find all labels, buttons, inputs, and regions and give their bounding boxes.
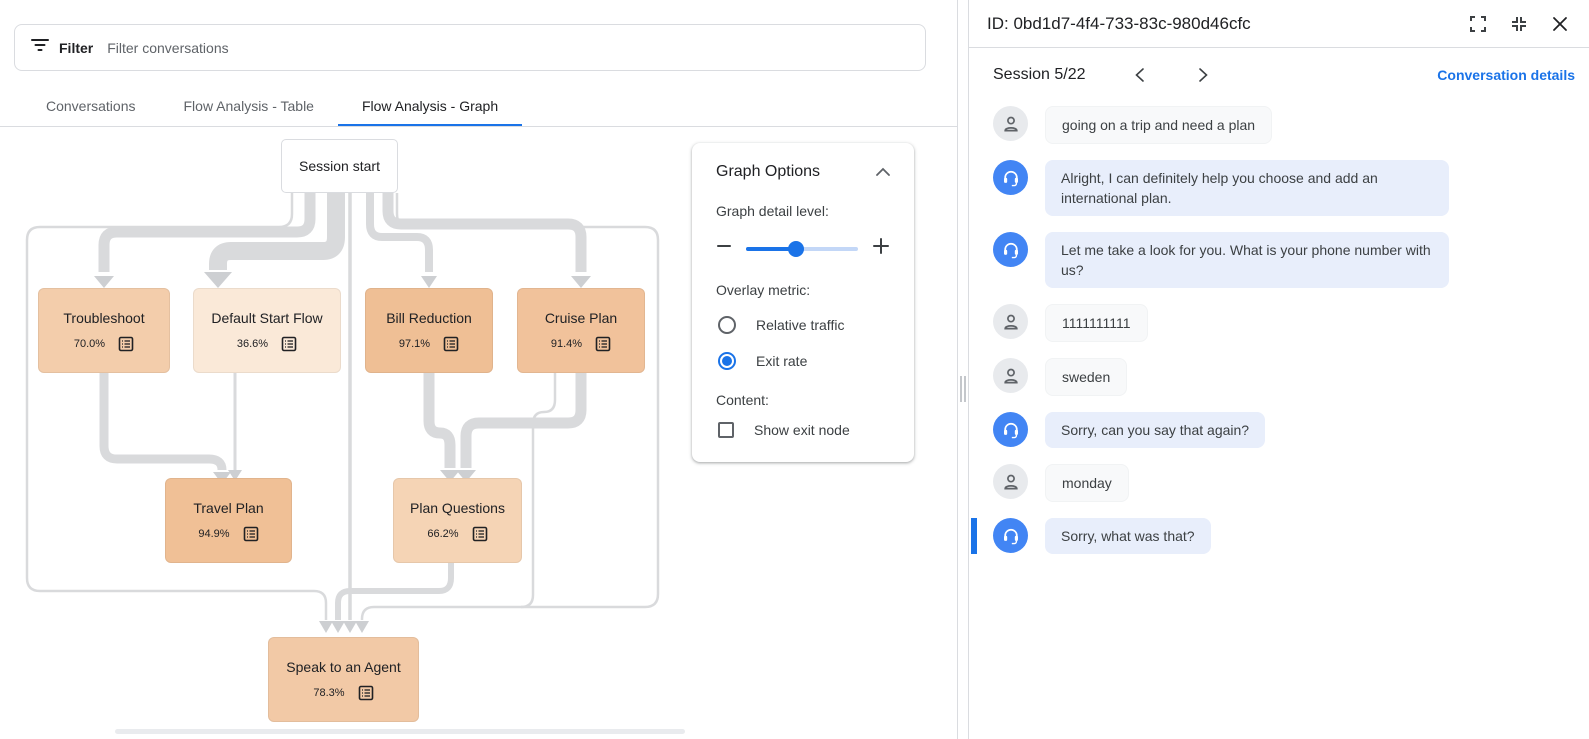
next-session-button[interactable] (1192, 63, 1216, 87)
message-row: Alright, I can definitely help you choos… (993, 160, 1565, 216)
flow-node-troubleshoot[interactable]: Troubleshoot 70.0% (38, 288, 170, 373)
flow-node-cruise-plan[interactable]: Cruise Plan 91.4% (517, 288, 645, 373)
radio-icon-selected[interactable] (718, 352, 736, 370)
node-exit-rate: 91.4% (550, 337, 583, 350)
horizontal-scrollbar[interactable] (115, 729, 685, 734)
message-row: sweden (993, 358, 1565, 396)
conversation-id-title: ID: 0bd1d7-4f4-733-83c-980d46cfc (987, 13, 1251, 33)
conversation-detail-pane: ID: 0bd1d7-4f4-733-83c-980d46cfc Session… (969, 0, 1589, 739)
node-label: Default Start Flow (211, 309, 323, 326)
flow-node-session-start[interactable]: Session start (281, 139, 398, 193)
tab-flow-analysis-table[interactable]: Flow Analysis - Table (183, 98, 314, 114)
zoom-out-button[interactable] (716, 238, 732, 259)
message-row: monday (993, 464, 1565, 502)
node-exit-rate: 97.1% (398, 337, 431, 350)
filter-conversations-input[interactable]: Filter conversations (107, 39, 229, 56)
message-bubble[interactable]: Sorry, what was that? (1045, 518, 1211, 554)
node-list-icon[interactable] (595, 336, 611, 352)
node-list-icon[interactable] (472, 526, 488, 542)
node-list-icon[interactable] (281, 336, 297, 352)
node-label: Troubleshoot (63, 309, 145, 326)
conversation-details-link[interactable]: Conversation details (1437, 67, 1575, 83)
resize-grip-icon (960, 376, 966, 402)
tab-flow-analysis-graph[interactable]: Flow Analysis - Graph (337, 88, 523, 127)
close-icon[interactable] (1551, 15, 1569, 33)
graph-options-title: Graph Options (716, 163, 821, 180)
message-row: going on a trip and need a plan (993, 106, 1565, 144)
tab-conversations[interactable]: Conversations (46, 98, 136, 114)
node-exit-rate: 70.0% (73, 337, 106, 350)
user-avatar-icon (993, 358, 1028, 393)
filter-bar[interactable]: Filter Filter conversations (14, 24, 926, 71)
node-label: Cruise Plan (544, 309, 618, 326)
graph-options-panel: Graph Options Graph detail level: Overla (692, 143, 914, 462)
radio-icon[interactable] (718, 316, 736, 334)
checkbox-show-exit-node[interactable]: Show exit node (718, 422, 890, 438)
flow-node-travel-plan[interactable]: Travel Plan 94.9% (165, 478, 292, 563)
message-bubble[interactable]: Sorry, can you say that again? (1045, 412, 1266, 448)
previous-session-button[interactable] (1128, 63, 1152, 87)
message-bubble[interactable]: monday (1045, 464, 1129, 502)
node-list-icon[interactable] (358, 685, 374, 701)
content-label: Content: (716, 392, 769, 408)
detail-level-slider[interactable] (746, 240, 858, 257)
node-list-icon[interactable] (118, 336, 134, 352)
filter-label: Filter (59, 39, 94, 56)
user-avatar-icon (993, 304, 1028, 339)
node-exit-rate: 78.3% (313, 686, 345, 699)
transcript-list: going on a trip and need a plan Alright,… (969, 94, 1589, 554)
flow-node-default-start-flow[interactable]: Default Start Flow 36.6% (193, 288, 341, 373)
message-row: Let me take a look for you. What is your… (993, 232, 1565, 288)
agent-avatar-icon (993, 518, 1028, 553)
collapse-panel-button[interactable] (876, 163, 890, 181)
node-label: Travel Plan (193, 499, 264, 516)
exit-fullscreen-icon[interactable] (1510, 15, 1528, 33)
node-exit-rate: 94.9% (198, 527, 230, 540)
node-exit-rate: 36.6% (236, 337, 269, 350)
node-label: Plan Questions (410, 499, 505, 516)
flow-node-speak-to-an-agent[interactable]: Speak to an Agent 78.3% (268, 637, 419, 722)
flow-graph-canvas[interactable]: Session start Troubleshoot 70.0% Default… (0, 127, 958, 739)
zoom-in-button[interactable] (872, 237, 890, 260)
message-bubble[interactable]: Alright, I can definitely help you choos… (1045, 160, 1449, 216)
node-list-icon[interactable] (243, 526, 259, 542)
message-bubble[interactable]: 1111111111 (1045, 304, 1148, 342)
node-label: Speak to an Agent (286, 658, 401, 675)
message-row: Sorry, can you say that again? (993, 412, 1565, 448)
radio-exit-rate[interactable]: Exit rate (718, 352, 890, 370)
agent-avatar-icon (993, 412, 1028, 447)
flow-node-bill-reduction[interactable]: Bill Reduction 97.1% (365, 288, 493, 373)
session-counter: Session 5/22 (993, 66, 1086, 83)
user-avatar-icon (993, 464, 1028, 499)
tabs-divider (0, 126, 958, 127)
flow-node-plan-questions[interactable]: Plan Questions 66.2% (393, 478, 522, 563)
user-avatar-icon (993, 106, 1028, 141)
pane-resize-handle[interactable] (958, 0, 969, 739)
node-list-icon[interactable] (443, 336, 459, 352)
flow-analysis-pane: Filter Filter conversations Conversation… (0, 0, 958, 739)
message-bubble[interactable]: Let me take a look for you. What is your… (1045, 232, 1449, 288)
agent-avatar-icon (993, 160, 1028, 195)
node-exit-rate: 66.2% (427, 527, 459, 540)
message-bubble[interactable]: sweden (1045, 358, 1128, 396)
slider-thumb[interactable] (788, 240, 805, 257)
checkbox-icon[interactable] (718, 422, 734, 438)
tab-bar: Conversations Flow Analysis - Table Flow… (22, 88, 523, 127)
message-bubble[interactable]: going on a trip and need a plan (1045, 106, 1273, 144)
node-label: Bill Reduction (386, 309, 472, 326)
message-row-highlighted: Sorry, what was that? (971, 518, 1565, 554)
graph-detail-label: Graph detail level: (716, 203, 829, 219)
fullscreen-icon[interactable] (1469, 15, 1487, 33)
radio-relative-traffic[interactable]: Relative traffic (718, 316, 890, 334)
overlay-metric-label: Overlay metric: (716, 282, 811, 298)
agent-avatar-icon (993, 232, 1028, 267)
filter-icon (31, 38, 49, 57)
message-row: 1111111111 (993, 304, 1565, 342)
